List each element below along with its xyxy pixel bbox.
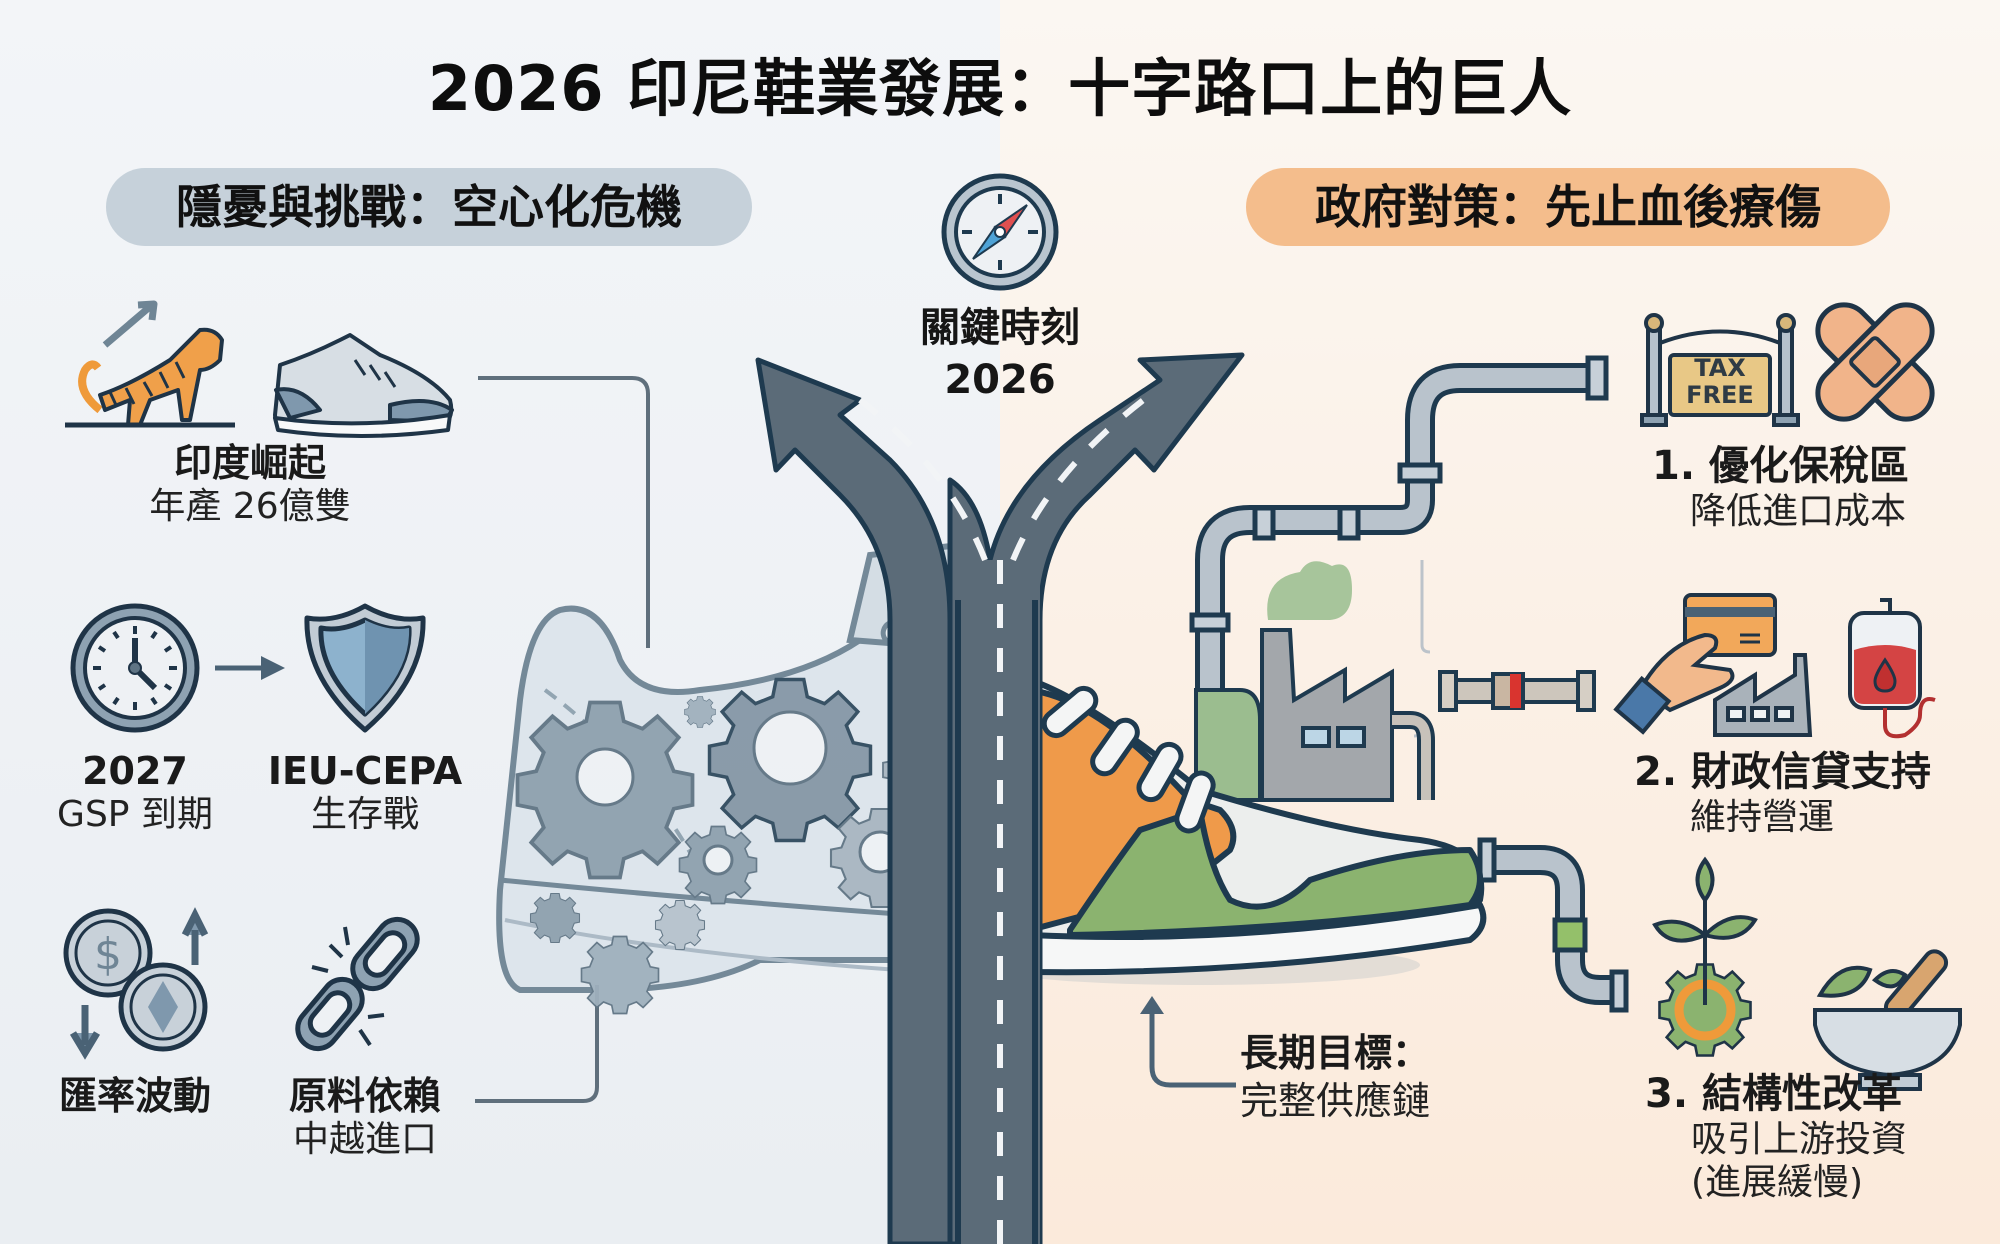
measure-bonded-zone: 1. 優化保稅區 降低進口成本 [1652, 442, 1909, 533]
factory-illustration [1194, 561, 1435, 802]
credit-card-hand-icon [1613, 593, 1777, 735]
measure-subtitle: 吸引上游投資 [1691, 1119, 1908, 1160]
crossroads-road [755, 352, 1245, 1244]
challenge-gsp-expiry: 2027 GSP 到期 [20, 749, 250, 835]
mortar-pestle-icon [1813, 949, 1962, 1091]
goal-subtitle: 完整供應鏈 [1240, 1078, 1431, 1123]
challenge-subtitle: 年產 26億雙 [149, 485, 351, 527]
goal-title: 長期目標： [1240, 1031, 1431, 1075]
critical-moment-year: 2026 [944, 357, 1056, 403]
pipeline-illustration [1189, 355, 1629, 1013]
challenge-title: 印度崛起 [173, 441, 326, 485]
tax-free-sign-text-1: TAX [1694, 354, 1746, 382]
valve-pipe [1438, 670, 1596, 712]
tax-free-sign-text-2: FREE [1686, 381, 1754, 409]
challenge-india-rise: 印度崛起 年產 26億雙 [110, 441, 390, 527]
clock-icon [70, 603, 200, 733]
shield-icon [304, 603, 426, 733]
measure-subtitle: 降低進口成本 [1690, 491, 1907, 532]
connector-line-top [478, 376, 650, 648]
colored-shoe-illustration [980, 677, 1487, 985]
plant-gear-icon [1652, 856, 1758, 1057]
tiger-icon [65, 300, 235, 428]
road-left-arrow [755, 357, 953, 1244]
long-term-goal: 長期目標： 完整供應鏈 [1240, 1030, 1430, 1125]
challenge-material-dependence: 原料依賴 中越進口 [255, 1074, 475, 1160]
challenge-ieu-cepa: IEU-CEPA 生存戰 [245, 749, 485, 835]
critical-moment: 關鍵時刻 2026 [860, 302, 1140, 406]
svg-text:$: $ [94, 929, 122, 980]
bandage-icon [1815, 302, 1935, 422]
measure-fiscal-credit: 2. 財政信貸支持 維持營運 [1634, 748, 1931, 839]
factory-icon [1713, 653, 1813, 737]
critical-moment-label: 關鍵時刻 [920, 305, 1080, 351]
challenges-heading: 隱憂與挑戰：空心化危機 [106, 168, 752, 246]
page-title: 2026 印尼鞋業發展：十字路口上的巨人 [427, 52, 1573, 125]
measure-structural-reform: 3. 結構性改革 吸引上游投資 (進展緩慢) [1645, 1070, 1907, 1204]
connector-line-bottom [475, 985, 599, 1103]
tax-free-sign-icon [1640, 313, 1800, 427]
measure-subtitle: 維持營運 [1690, 797, 1835, 838]
sneaker-icon [273, 333, 454, 438]
challenge-title: 原料依賴 [288, 1074, 441, 1118]
challenge-subtitle: GSP 到期 [57, 793, 213, 835]
challenge-title: 匯率波動 [58, 1074, 211, 1118]
blood-bag-icon [1848, 598, 1936, 739]
broken-chain-icon [295, 916, 420, 1052]
challenge-title: IEU-CEPA [267, 749, 463, 793]
challenge-subtitle: 中越進口 [292, 1118, 437, 1160]
currency-exchange-icon: $ [63, 907, 209, 1060]
arrow-right-icon [215, 656, 285, 680]
challenge-title: 2027 [82, 749, 188, 793]
challenge-subtitle: 生存戰 [310, 793, 419, 835]
compass-icon [941, 173, 1059, 291]
measure-title: 2. 財政信貸支持 [1634, 749, 1931, 795]
measure-note: (進展緩慢) [1691, 1162, 1864, 1204]
measure-title: 3. 結構性改革 [1645, 1071, 1902, 1117]
countermeasures-heading: 政府對策：先止血後療傷 [1246, 168, 1890, 246]
challenge-exchange-rate: 匯率波動 [20, 1074, 250, 1119]
goal-arrow-icon [1149, 1010, 1236, 1088]
measure-title: 1. 優化保稅區 [1652, 443, 1909, 489]
